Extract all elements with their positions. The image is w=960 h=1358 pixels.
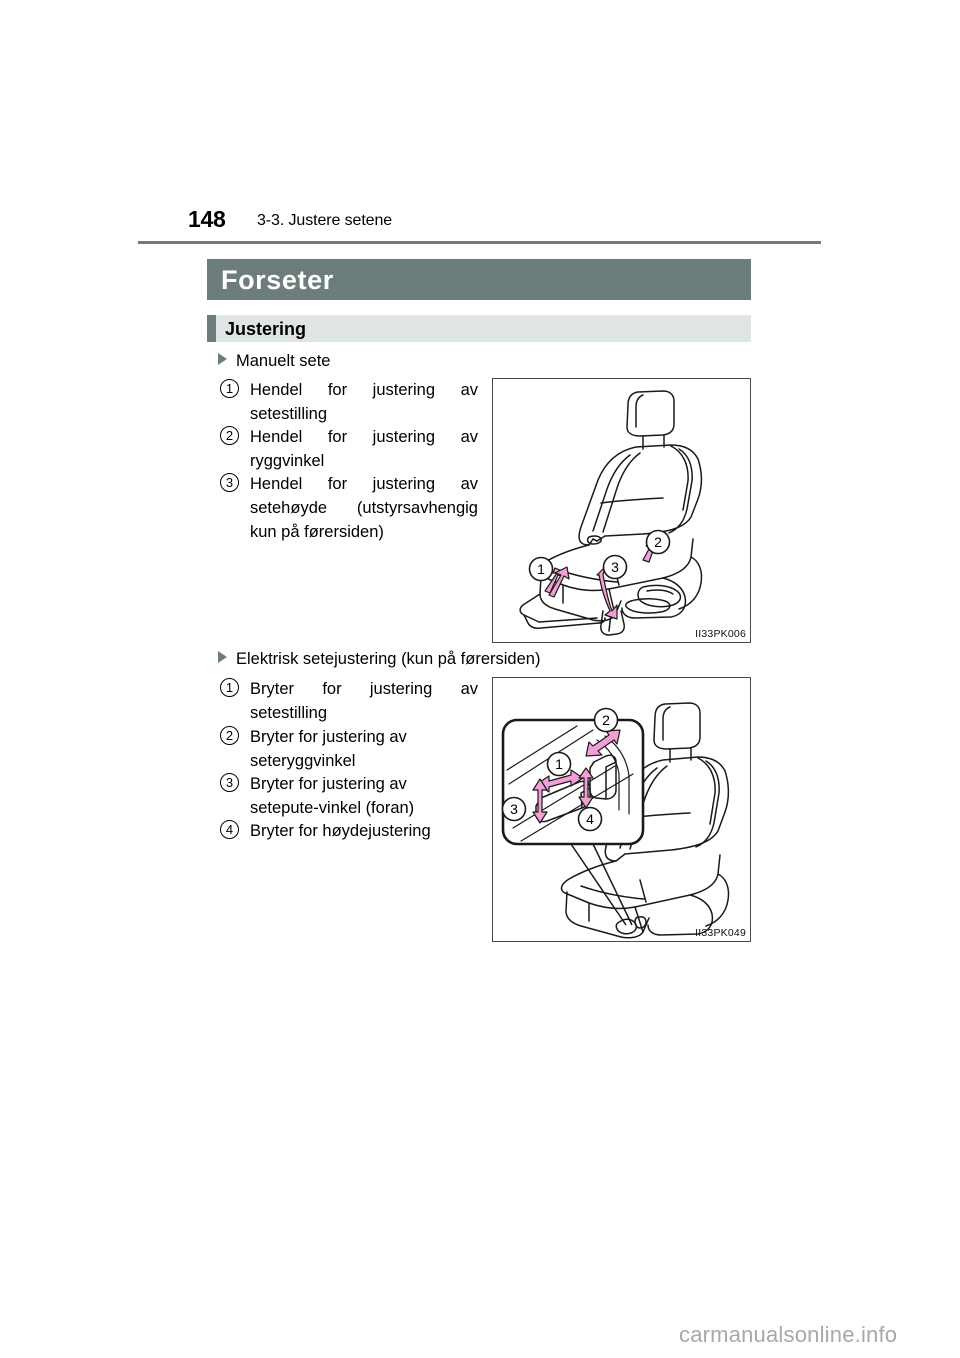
figure-code: II33PK049 <box>695 927 746 939</box>
svg-text:1: 1 <box>537 561 545 577</box>
list-item: 4 Bryter for høydejustering <box>220 819 478 843</box>
callout-number: 1 <box>220 678 239 697</box>
callout-number: 3 <box>220 773 239 792</box>
figure-code: II33PK006 <box>695 628 746 640</box>
list-item: 1 Hendel for justering av setestilling <box>220 378 478 426</box>
group-bullet-label: Manuelt sete <box>236 352 331 370</box>
list-item: 1 Bryter for justering av setestilling <box>220 677 478 725</box>
svg-text:4: 4 <box>586 811 594 827</box>
group-bullet-elektrisk-setejustering: Elektrisk setejustering (kun på førersid… <box>218 648 540 670</box>
running-head: 148 3-3. Justere setene <box>138 205 822 237</box>
list-item: 3 Hendel for justering av setehøyde (uts… <box>220 472 478 544</box>
list-item-text: Bryter for justering av seteryggvinkel <box>250 728 407 770</box>
subsection-fill <box>216 315 751 342</box>
figure-manual-seat: 1 2 3 II33PK006 <box>492 378 751 643</box>
list-item: 2 Hendel for justering av ryggvinkel <box>220 425 478 473</box>
section-reference: 3-3. Justere setene <box>257 212 393 229</box>
manual-seat-illustration: 1 2 3 <box>519 390 703 636</box>
svg-text:2: 2 <box>602 712 610 728</box>
page-number: 148 <box>188 206 226 232</box>
triangle-bullet-icon <box>218 353 227 365</box>
list-item-text: Hendel for justering av ryggvinkel <box>250 428 478 470</box>
subsection-band: Justering <box>207 315 751 342</box>
subsection-title: Justering <box>225 319 307 339</box>
triangle-bullet-icon <box>218 651 227 663</box>
power-seat-illustration: 1 2 3 4 <box>501 702 730 939</box>
figure-power-seat: 1 2 3 4 II33PK049 <box>492 677 751 942</box>
list-item: 2 Bryter for justering av seteryggvinkel <box>220 725 478 773</box>
subsection-tab-marker <box>207 315 216 342</box>
group-bullet-label: Elektrisk setejustering (kun på førersid… <box>236 650 541 668</box>
list-item: 3 Bryter for justering av setepute-vinke… <box>220 772 478 820</box>
svg-text:3: 3 <box>611 559 619 575</box>
callout-number: 2 <box>220 726 239 745</box>
header-rule <box>138 241 821 244</box>
list-item-text: Bryter for justering av setepute-vinkel … <box>250 775 415 817</box>
svg-text:2: 2 <box>654 534 662 550</box>
svg-text:3: 3 <box>510 801 518 817</box>
list-item-text: Hendel for justering av setestilling <box>250 381 478 423</box>
group-bullet-manuelt-sete: Manuelt sete <box>218 350 330 372</box>
svg-text:1: 1 <box>555 756 563 772</box>
list-item-text: Bryter for justering av setestilling <box>250 680 478 722</box>
chapter-title-band: Forseter <box>207 259 751 300</box>
callout-number: 3 <box>220 473 239 492</box>
callout-number: 1 <box>220 379 239 398</box>
callout-number: 4 <box>220 820 239 839</box>
page-title: Forseter <box>221 265 334 295</box>
list-item-text: Bryter for høydejustering <box>250 822 431 840</box>
list-item-text: Hendel for justering av setehøyde (utsty… <box>250 475 478 541</box>
site-watermark: carmanualsonline.info <box>679 1322 898 1347</box>
callout-number: 2 <box>220 426 239 445</box>
